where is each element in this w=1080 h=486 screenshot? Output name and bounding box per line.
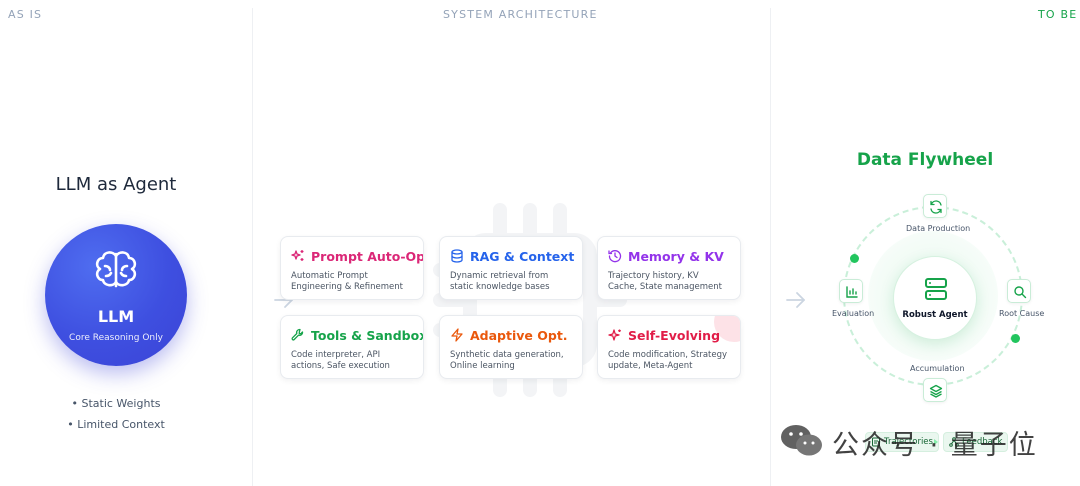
divider-right xyxy=(770,8,771,486)
llm-circle-subtitle: Core Reasoning Only xyxy=(69,333,163,343)
root-cause-node xyxy=(1007,279,1031,303)
bullet-static-weights: • Static Weights xyxy=(71,397,161,410)
document-icon xyxy=(872,437,880,447)
module-desc: Code interpreter, API actions, Safe exec… xyxy=(291,350,390,371)
evaluation-label: Evaluation xyxy=(832,309,875,318)
module-title: Prompt Auto-Opt xyxy=(311,248,424,264)
module-desc: Dynamic retrieval from static knowledge … xyxy=(450,271,550,292)
llm-circle-title: LLM xyxy=(97,307,135,326)
module-card-rag-context: RAG & Context Dynamic retrieval from sta… xyxy=(439,236,583,300)
history-icon xyxy=(608,250,622,263)
brain-icon xyxy=(95,251,137,288)
flywheel-title: Data Flywheel xyxy=(856,150,994,170)
accumulation-node xyxy=(923,378,947,402)
divider-left xyxy=(252,8,253,486)
arrow-right-icon xyxy=(786,292,805,308)
feedback-label: Feedback xyxy=(962,437,1003,447)
wrench-icon xyxy=(291,328,304,341)
database-icon xyxy=(451,249,463,263)
sparkle-icon xyxy=(608,329,621,341)
module-desc: Synthetic data generation, Online learni… xyxy=(450,350,564,371)
module-title: Tools & Sandbox xyxy=(311,327,424,343)
data-production-label: Data Production xyxy=(906,224,971,233)
module-card-self-evolving: Self-Evolving Code modification, Strateg… xyxy=(597,315,741,379)
module-title: Self-Evolving xyxy=(628,327,721,343)
robust-agent-node: Robust Agent xyxy=(893,256,977,340)
module-desc: Code modification, Strategy update, Meta… xyxy=(608,350,728,371)
refresh-icon xyxy=(930,200,942,214)
module-title: RAG & Context xyxy=(470,248,575,264)
left-title: LLM as Agent xyxy=(55,174,177,195)
module-desc: Automatic Prompt Engineering & Refinemen… xyxy=(291,271,403,292)
accumulation-label: Accumulation xyxy=(910,364,965,373)
column-label-as-is: AS IS xyxy=(8,8,43,21)
flywheel-dot xyxy=(1011,334,1020,343)
root-cause-label: Root Cause xyxy=(999,309,1045,318)
flywheel-dot xyxy=(850,254,859,263)
module-card-prompt-auto-opt: Prompt Auto-Opt Automatic Prompt Enginee… xyxy=(280,236,424,300)
layers-icon xyxy=(929,384,943,398)
search-icon xyxy=(1014,286,1027,299)
feedback-pill: Feedback xyxy=(943,432,1009,452)
module-card-adaptive-opt: Adaptive Opt. Synthetic data generation,… xyxy=(439,315,583,379)
llm-circle: LLM Core Reasoning Only xyxy=(45,224,187,366)
lightning-icon xyxy=(451,328,463,342)
column-label-system-architecture: SYSTEM ARCHITECTURE xyxy=(443,8,598,21)
left-bullets: • Static Weights • Limited Context xyxy=(0,393,232,435)
chevron-right-icon xyxy=(934,439,938,445)
trajectories-pill: Trajectories xyxy=(865,432,939,452)
bullet-limited-context: • Limited Context xyxy=(67,418,165,431)
server-icon xyxy=(925,278,947,300)
evaluation-node xyxy=(839,279,863,303)
module-title: Memory & KV xyxy=(628,248,724,264)
robust-agent-label: Robust Agent xyxy=(902,310,968,320)
module-title: Adaptive Opt. xyxy=(470,327,568,343)
trajectories-label: Trajectories xyxy=(884,437,933,447)
column-label-to-be: TO BE xyxy=(1038,8,1078,21)
module-desc: Trajectory history, KV Cache, State mana… xyxy=(608,271,722,292)
module-card-memory-kv: Memory & KV Trajectory history, KV Cache… xyxy=(597,236,741,300)
bar-chart-icon xyxy=(846,286,858,298)
watermark-text: 公众号 · 量子位 xyxy=(832,430,1038,461)
module-card-tools-sandbox: Tools & Sandbox Code interpreter, API ac… xyxy=(280,315,424,379)
sparkles-icon xyxy=(291,250,304,261)
wechat-logo-icon xyxy=(781,425,822,456)
network-icon xyxy=(949,437,959,447)
data-production-node xyxy=(923,194,947,218)
